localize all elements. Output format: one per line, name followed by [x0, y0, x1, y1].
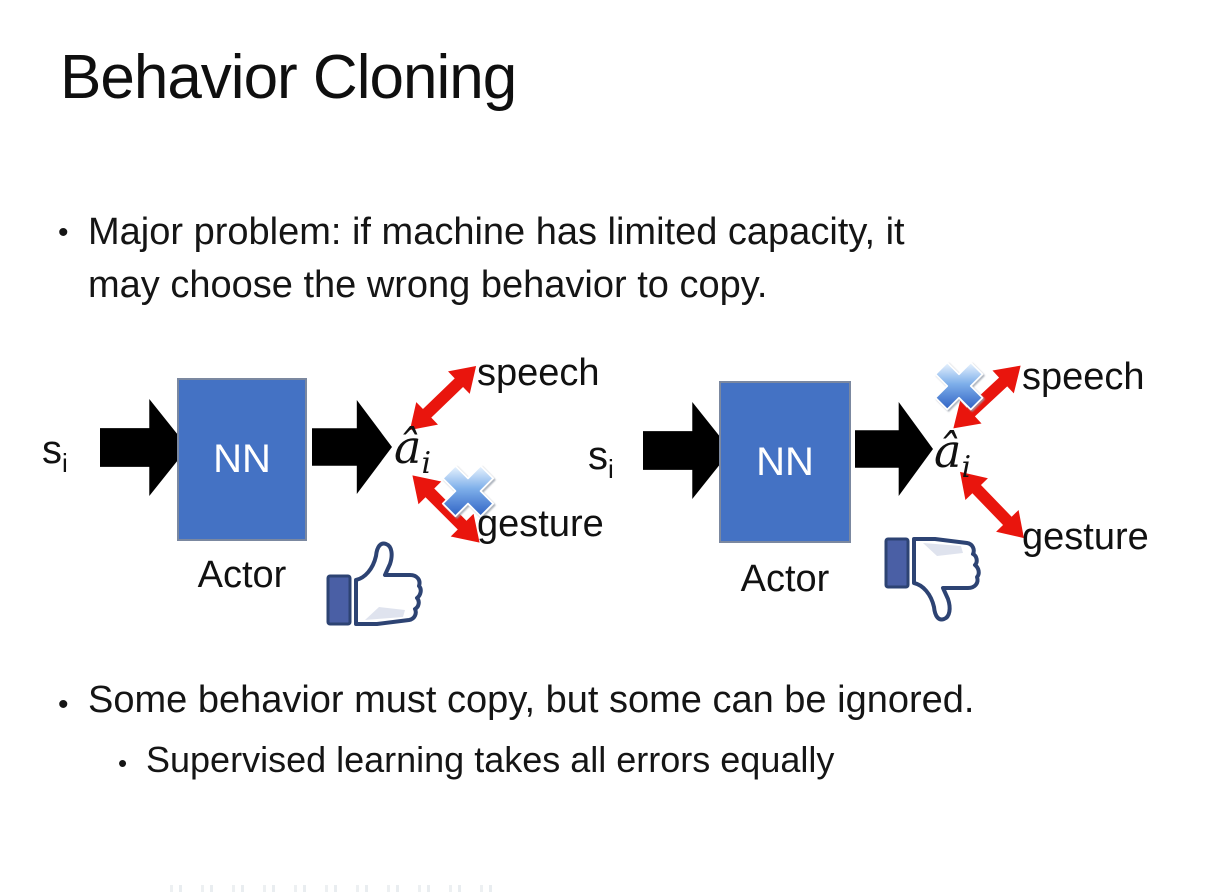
bullet-some-behavior: Some behavior must copy, but some can be… — [88, 679, 975, 721]
bullet-dot: • — [118, 748, 128, 778]
nn-box-label-left: NN — [213, 437, 271, 481]
input-state-label-right: si — [588, 434, 614, 484]
branch-label-gesture-right: gesture — [1022, 516, 1149, 558]
output-arrow-right — [855, 402, 933, 496]
output-action-label-left: âi — [394, 420, 432, 482]
output-arrow-left — [312, 400, 392, 494]
page-title: Behavior Cloning — [60, 43, 517, 112]
actor-label-left: Actor — [197, 554, 287, 596]
bullet-dot: • — [58, 688, 69, 721]
input-state-label-left: si — [42, 428, 68, 478]
output-action-label-right: âi — [934, 424, 972, 486]
bullet-major-problem: Major problem: if machine has limited ca… — [88, 206, 905, 312]
bullet-supervised-learning: Supervised learning takes all errors equ… — [146, 739, 835, 780]
thumbs-up-icon — [326, 541, 423, 626]
thumbs-down-icon — [884, 537, 981, 622]
nn-box-right: NN — [719, 381, 851, 543]
input-arrow-right — [643, 402, 731, 499]
nn-box-left: NN — [177, 378, 307, 541]
clipped-bottom-marks — [170, 885, 510, 892]
bullet-major-problem-line1: Major problem: if machine has limited ca… — [88, 211, 905, 253]
bullet-dot: • — [58, 216, 69, 249]
cross-mark-right — [935, 362, 982, 409]
branch-label-gesture-left: gesture — [477, 503, 604, 545]
bullet-major-problem-line2: may choose the wrong behavior to copy. — [88, 264, 768, 306]
input-arrow-left — [100, 399, 188, 496]
nn-box-label-right: NN — [756, 439, 814, 484]
branch-label-speech-right: speech — [1022, 356, 1145, 398]
branch-label-speech-left: speech — [477, 352, 600, 394]
actor-label-right: Actor — [740, 558, 830, 600]
